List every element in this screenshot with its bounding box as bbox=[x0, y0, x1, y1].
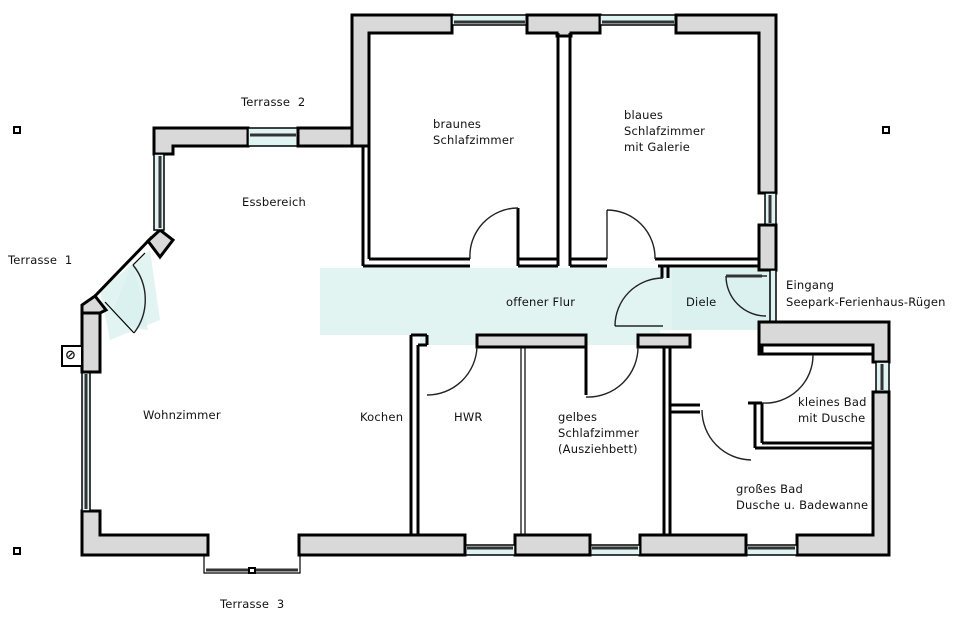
label-wohnzimmer: Wohnzimmer bbox=[143, 408, 221, 422]
label-gelbes-1: gelbes bbox=[558, 410, 598, 424]
label-blaues-3: mit Galerie bbox=[624, 140, 690, 154]
corner-markers bbox=[13, 126, 890, 555]
label-blaues-2: Schlafzimmer bbox=[624, 124, 706, 138]
interior-walls bbox=[361, 33, 873, 535]
label-braunes-2: Schlafzimmer bbox=[433, 133, 515, 147]
label-terrasse-2: Terrasse 2 bbox=[241, 95, 306, 109]
label-terrasse-1: Terrasse 1 bbox=[8, 253, 73, 267]
door-swings bbox=[426, 207, 814, 461]
label-grosses-bad-1: großes Bad bbox=[736, 482, 804, 496]
label-blaues-1: blaues bbox=[624, 108, 664, 122]
label-flur: offener Flur bbox=[506, 295, 576, 309]
label-hwr: HWR bbox=[454, 410, 483, 424]
label-eingang-1: Eingang bbox=[786, 278, 835, 292]
label-braunes-1: braunes bbox=[433, 117, 482, 131]
terrace1-door[interactable] bbox=[104, 252, 148, 334]
outer-walls bbox=[61, 13, 891, 574]
label-gelbes-2: Schlafzimmer bbox=[558, 426, 640, 440]
label-diele: Diele bbox=[686, 295, 717, 309]
label-essbereich: Essbereich bbox=[242, 195, 306, 209]
label-terrasse-3: Terrasse 3 bbox=[220, 597, 285, 611]
label-grosses-bad-2: Dusche u. Badewanne bbox=[736, 498, 869, 512]
label-kleines-bad-2: mit Dusche bbox=[798, 411, 866, 425]
label-gelbes-3: (Ausziehbett) bbox=[558, 442, 638, 456]
label-eingang-2: Seepark-Ferienhaus-Rügen bbox=[786, 295, 946, 309]
no-entry-icon: ⊘ bbox=[65, 348, 77, 363]
label-kleines-bad-1: kleines Bad bbox=[798, 395, 867, 409]
hallway-shading bbox=[100, 250, 770, 345]
label-kochen: Kochen bbox=[360, 410, 404, 424]
